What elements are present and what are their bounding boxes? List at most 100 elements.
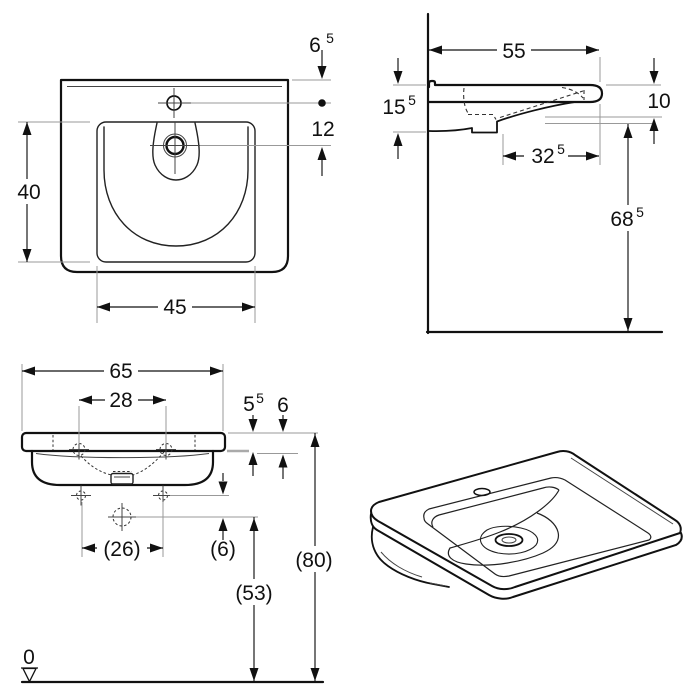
side-view: 55 15 5 10 32 5 68 5 xyxy=(382,12,671,335)
hidden-bowl-bottom xyxy=(468,113,497,120)
rim-front xyxy=(20,431,227,453)
rim-inner-edge xyxy=(423,477,652,578)
label-mask xyxy=(15,179,43,204)
arrowhead-up xyxy=(278,454,288,468)
arrowhead-up xyxy=(310,434,320,447)
hidden-bowl-slope-right xyxy=(132,451,165,476)
arrowhead-down xyxy=(623,318,633,331)
dim-rim-thickness-label: 5 xyxy=(243,393,255,416)
hidden-bowl-slope xyxy=(499,90,584,119)
arrowhead-up xyxy=(22,122,32,135)
label-mask xyxy=(105,389,138,412)
arrowhead-down xyxy=(249,668,259,681)
dim-back-height-sup: 5 xyxy=(408,92,416,108)
arrowhead-down xyxy=(317,66,327,79)
back-lip-line xyxy=(570,457,674,525)
dim-outlet-height-label: (53) xyxy=(235,582,272,605)
trap-outlet-symbol xyxy=(108,503,136,531)
bowl-rim-edge xyxy=(431,486,560,528)
dim-outlet-to-front-sup: 5 xyxy=(557,141,565,157)
arrowhead-down xyxy=(248,419,258,432)
body-front xyxy=(30,449,215,487)
arrowhead-up xyxy=(393,133,403,146)
tap-platform xyxy=(152,122,200,181)
dim-clearance-sup: 5 xyxy=(636,204,644,220)
hidden-bowl-front xyxy=(561,86,585,100)
arrowhead-up xyxy=(649,118,659,131)
dim-rim-height-label: (80) xyxy=(295,549,332,572)
top-view: 6 5 12 40 45 xyxy=(15,30,335,323)
label-mask xyxy=(97,535,147,561)
dim-top-to-fixing-label: 6 xyxy=(277,394,289,417)
pedestal-detail xyxy=(380,551,447,587)
label-mask xyxy=(524,145,568,168)
dim-tap-to-drain-label: 12 xyxy=(311,118,334,141)
lower-fixing-left xyxy=(71,485,91,506)
bowl-wall-sweep xyxy=(447,489,560,566)
arrowhead-left xyxy=(82,543,95,553)
dim-bowl-depth-label: 40 xyxy=(17,181,40,204)
datum-symbol xyxy=(21,667,38,683)
label-mask xyxy=(229,579,279,605)
arrowhead-left xyxy=(22,366,35,376)
dim-bowl-width-label: 45 xyxy=(163,296,186,319)
arrowhead-up xyxy=(249,518,259,531)
arrowhead-up xyxy=(317,147,327,160)
label-mask xyxy=(289,546,339,572)
label-mask xyxy=(497,40,531,63)
perspective-view xyxy=(369,450,683,600)
arrowhead-down xyxy=(393,71,403,84)
floor-level-label: 0 xyxy=(23,646,35,669)
dim-clearance-label: 68 xyxy=(610,208,633,231)
front-view: 65 28 5 5 6 (26) (6) xyxy=(20,359,339,684)
dim-back-height-label: 15 xyxy=(382,96,405,119)
arrowhead-right xyxy=(586,151,599,161)
drain-hole-3d-inner xyxy=(501,536,517,544)
arrowhead-down xyxy=(278,419,288,432)
rim-outer-edge xyxy=(370,450,682,591)
arrowhead-left xyxy=(97,302,110,312)
arrowhead-left xyxy=(429,45,442,55)
dim-bowl-inner-depth-label: 10 xyxy=(647,90,670,113)
bowl-outline xyxy=(103,126,249,247)
arrowhead-down xyxy=(649,71,659,84)
arrowhead-right xyxy=(150,543,163,553)
dim-rim-thickness-sup: 5 xyxy=(256,390,264,406)
arrowhead-up xyxy=(623,125,633,138)
dim-body-to-outlet-label: (6) xyxy=(210,538,236,561)
basin-profile xyxy=(427,79,604,104)
label-mask xyxy=(606,205,646,231)
arrowhead-left xyxy=(79,395,92,405)
dim-dot-terminator xyxy=(318,99,326,107)
drain-hole-3d xyxy=(494,533,524,547)
tap-hole-3d xyxy=(473,487,491,497)
arrowhead-left xyxy=(503,151,516,161)
rim-lower-edge xyxy=(369,513,683,600)
arrowhead-down xyxy=(310,668,320,681)
hidden-bowl-back xyxy=(463,87,469,114)
label-mask xyxy=(104,359,138,383)
drain-swirl xyxy=(479,525,539,555)
arrowhead-right xyxy=(242,302,255,312)
dim-lower-fixing-label: (26) xyxy=(103,538,140,561)
dim-hole-spacing-label: 28 xyxy=(109,389,132,412)
label-mask xyxy=(158,295,192,319)
basin-rim xyxy=(96,121,256,263)
basin-underside-curve xyxy=(428,101,576,134)
dim-tap-offset-sup: 5 xyxy=(326,30,334,46)
dim-width-label: 65 xyxy=(109,360,132,383)
arrowhead-right xyxy=(153,395,166,405)
outlet-box xyxy=(110,472,134,485)
arrowhead-right xyxy=(586,45,599,55)
hidden-bowl-slope-left xyxy=(80,455,113,476)
bowl-front-edge xyxy=(35,453,210,459)
arrowhead-up xyxy=(248,452,258,465)
dim-outlet-to-front-label: 32 xyxy=(531,145,554,168)
arrowhead-down xyxy=(218,481,228,495)
arrowhead-up xyxy=(218,518,228,531)
arrowhead-down xyxy=(22,249,32,262)
dim-tap-offset-label: 6 xyxy=(309,34,321,57)
basin-outline xyxy=(59,78,290,274)
pedestal-outline xyxy=(370,526,450,588)
